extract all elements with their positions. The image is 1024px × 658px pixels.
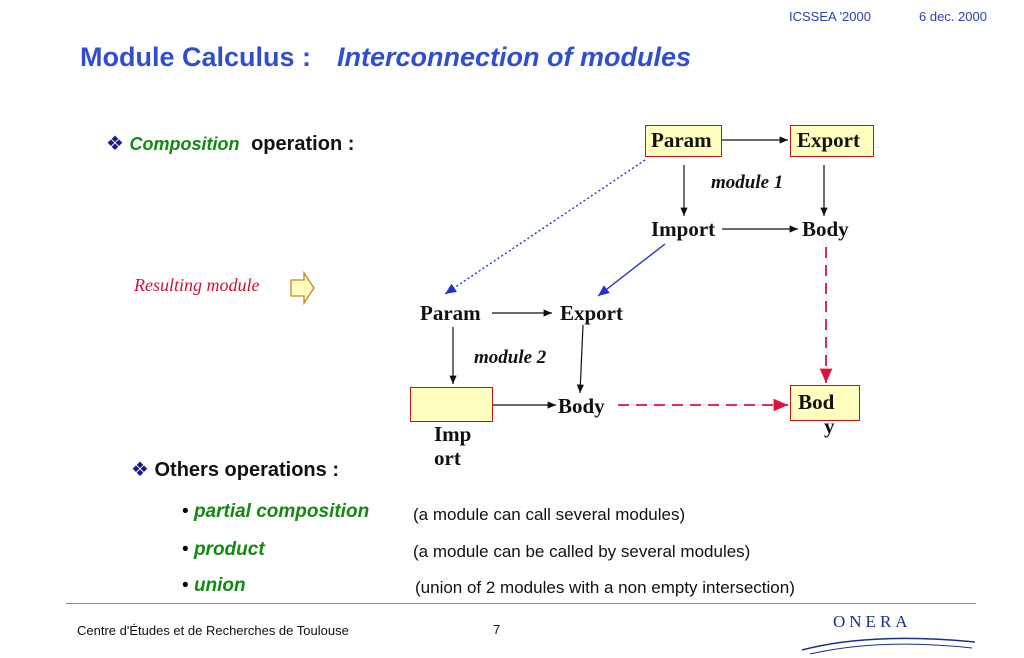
result-body-line2: y <box>824 414 835 438</box>
others-heading-text: Others operations : <box>154 459 339 481</box>
import-export-binding-arrow <box>597 243 666 297</box>
m2-export-label: Export <box>560 301 623 325</box>
m2-import-line1: Imp <box>434 422 472 446</box>
op-term: product <box>193 539 265 560</box>
arrow-right-icon <box>290 271 315 305</box>
title-sub: Interconnection of modules <box>337 42 692 72</box>
op-term: union <box>193 575 246 596</box>
op-desc: (a module can call several modules) <box>413 505 686 524</box>
result-body-box <box>790 385 860 421</box>
m1-export-box <box>790 125 874 157</box>
m2-import-label: Imp ort <box>434 422 471 470</box>
param-composition-arrow <box>444 159 646 295</box>
m1-param-label: Param <box>651 128 712 152</box>
list-item: • union <box>182 575 246 597</box>
result-body-line1: Bod <box>798 390 835 414</box>
resulting-module-label: Resulting module <box>134 275 260 295</box>
composition-label: operation : <box>251 133 355 155</box>
diamond-bullet-icon: ❖ <box>106 133 124 155</box>
composition-term: Composition <box>129 134 240 154</box>
conference-label: ICSSEA '2000 <box>789 9 871 24</box>
m2-import-box <box>410 387 493 422</box>
bullet-dot: • <box>182 539 189 560</box>
m2-export-body-arrow <box>576 324 584 394</box>
list-item: • partial composition <box>182 501 369 523</box>
footer-divider <box>66 603 976 604</box>
module1-name: module 1 <box>711 172 784 193</box>
module2-name: module 2 <box>474 347 547 368</box>
diamond-bullet-icon: ❖ <box>131 459 149 481</box>
m1-param-box <box>645 125 722 157</box>
footer-org: Centre d'Études et de Recherches de Toul… <box>77 623 349 638</box>
m1-import-label: Import <box>651 217 716 241</box>
bullet-dot: • <box>182 575 189 596</box>
op-desc: (a module can be called by several modul… <box>413 542 751 561</box>
bullet-dot: • <box>182 501 189 522</box>
result-body-label: Bod y <box>798 390 835 438</box>
m1-body-label: Body <box>802 217 849 241</box>
composition-bullet: ❖ Composition operation : <box>106 131 354 156</box>
list-item: • product <box>182 539 265 561</box>
m2-body-label: Body <box>558 394 605 418</box>
op-term: partial composition <box>193 501 370 522</box>
onera-swoosh-icon <box>801 637 976 655</box>
others-heading: ❖ Others operations : <box>131 457 339 482</box>
page-number: 7 <box>493 622 501 637</box>
m2-import-line2: ort <box>434 446 461 470</box>
m1-export-label: Export <box>797 128 860 152</box>
m2-param-label: Param <box>420 301 481 325</box>
onera-logo: ONERA <box>833 612 912 631</box>
slide-title: Module Calculus : Interconnection of modu… <box>80 42 691 73</box>
title-main: Module Calculus : <box>80 42 312 72</box>
op-desc: (union of 2 modules with a non empty int… <box>415 578 795 597</box>
date-label: 6 dec. 2000 <box>919 9 987 24</box>
